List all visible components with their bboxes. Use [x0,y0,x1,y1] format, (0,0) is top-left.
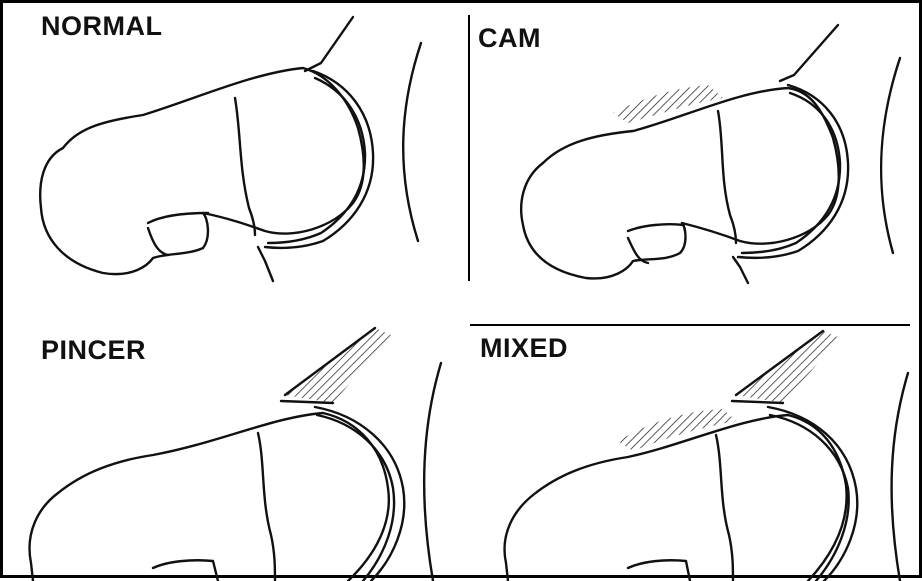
physis-line [718,111,736,243]
normal-hip-drawing [3,3,468,293]
label-mixed: MIXED [480,333,568,364]
femur-outline [30,413,323,581]
panel-cam: CAM [468,3,922,293]
physis-line [235,98,255,235]
label-pincer: PINCER [41,335,146,366]
pelvis-arc [881,58,900,253]
neck-lower-line [628,224,684,231]
femur-outline [521,88,839,278]
acetabulum-rim-inner [317,415,394,581]
ilium-line [780,25,838,81]
pelvis-arc [403,43,421,241]
panel-pincer: PINCER [3,323,468,581]
pelvis-arc [892,373,908,581]
pincer-hatch-region [285,328,391,403]
pubis-line [733,257,748,283]
label-normal: NORMAL [41,11,162,42]
panel-mixed: MIXED [468,323,922,581]
lesser-trochanter [148,228,168,255]
ilium-line [305,17,353,71]
label-cam: CAM [478,23,541,54]
physis-line [258,433,275,581]
acetabulum-rim [738,85,848,258]
panel-normal: NORMAL [3,3,468,293]
physis-line [716,435,733,581]
cam-hatch-region [613,85,723,123]
neck-lower-line [148,213,208,223]
acetabulum-rim [265,71,373,248]
pelvis-arc [424,363,441,581]
pubis-line [258,247,273,281]
acetabulum-rim-inner [770,415,849,581]
femoral-head-outline [788,415,847,581]
mixed-pincer-hatch-region [736,331,840,403]
